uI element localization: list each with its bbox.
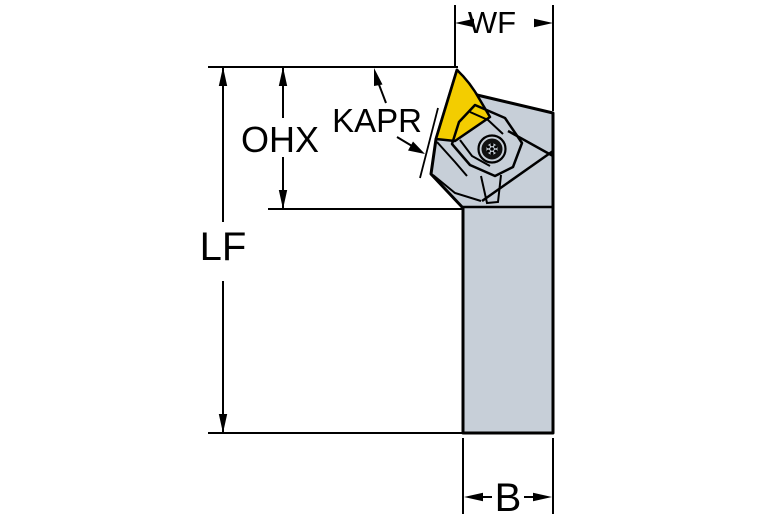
clamp-facet-top [469, 111, 504, 135]
b-arrow-right [533, 492, 552, 502]
dimension-b [462, 438, 554, 514]
kapr-arrow-leader [408, 141, 425, 154]
clamp-outline [450, 103, 524, 178]
lf-arrow-down [218, 414, 228, 433]
clamp-facet-bottom [459, 139, 491, 167]
label-lf: LF [200, 225, 247, 269]
screw-socket-dots [486, 143, 498, 155]
kapr-arrow-up [374, 68, 383, 86]
insert-pocket-edge [436, 141, 468, 177]
kapr-angle-line [419, 107, 439, 179]
dimension-annotations [208, 5, 554, 514]
lf-arrow-up [218, 67, 228, 86]
dimension-wf [454, 5, 554, 111]
ohx-arrow-up [278, 67, 288, 86]
label-b: B [495, 476, 522, 520]
label-kapr: KAPR [332, 102, 422, 139]
wf-arrow-right [534, 18, 553, 28]
label-wf: WF [468, 5, 516, 40]
dimension-ohx [278, 67, 288, 209]
ohx-arrow-down [278, 190, 288, 209]
label-ohx: OHX [241, 119, 319, 160]
cutting-insert [434, 68, 492, 143]
dimension-kapr [374, 68, 439, 179]
dimension-labels: WF OHX KAPR LF B [200, 5, 522, 520]
kapr-leader-shaft [396, 136, 413, 147]
dimension-lf [218, 67, 228, 433]
wf-arrow-left [455, 18, 474, 28]
pocket-lower-edge [432, 174, 482, 202]
head-chamfer-edge [481, 149, 554, 203]
screw-ring [481, 138, 503, 160]
screw-outer-rim [477, 134, 507, 164]
clamp-screw [477, 134, 507, 164]
insert-clamp [450, 103, 524, 205]
kapr-up-arrow-shaft [377, 81, 387, 104]
clamp-finger [480, 174, 502, 205]
b-arrow-left [464, 492, 483, 502]
